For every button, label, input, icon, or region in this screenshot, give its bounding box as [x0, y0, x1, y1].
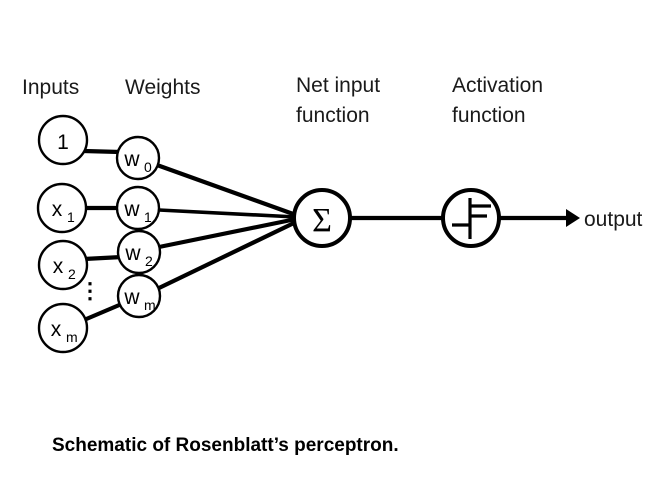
output-label: output	[584, 208, 643, 231]
input-x1-subscript: 1	[67, 209, 75, 225]
figure-caption: Schematic of Rosenblatt’s perceptron.	[52, 435, 399, 456]
input-x1-circle	[36, 182, 88, 234]
input-xm-label: x	[51, 318, 62, 341]
edge-wm-to-sum	[158, 220, 297, 290]
summation-circle	[292, 188, 352, 248]
header-activation-line1: Activation	[452, 74, 543, 97]
node-weight-wm: w m	[116, 273, 162, 319]
node-input-x2: x 2	[37, 239, 89, 291]
edge-w2-to-sum	[158, 216, 297, 250]
input-x2-label: x	[53, 255, 64, 278]
weight-wm-circle	[116, 273, 162, 319]
weight-w1-subscript: 1	[144, 209, 152, 225]
edge-w0-to-sum	[156, 163, 297, 217]
node-weight-w2: w 2	[116, 229, 162, 275]
node-weight-w1: w 1	[115, 185, 161, 231]
summation-sigma-icon: Σ	[312, 202, 332, 239]
header-inputs: Inputs	[22, 76, 79, 99]
node-input-xm: x m	[37, 302, 89, 354]
node-weight-w0: w 0	[115, 135, 161, 181]
input-x2-subscript: 2	[68, 266, 76, 282]
step-function-icon	[452, 198, 491, 239]
input-x2-circle	[37, 239, 89, 291]
weight-w2-label: w	[124, 242, 141, 265]
header-net-input-line2: function	[296, 104, 370, 127]
node-input-bias: 1	[37, 114, 89, 166]
weight-w2-subscript: 2	[145, 253, 153, 269]
header-weights: Weights	[125, 76, 200, 99]
weight-w2-circle	[116, 229, 162, 275]
weight-w1-circle	[115, 185, 161, 231]
weight-w0-circle	[115, 135, 161, 181]
weight-wm-subscript: m	[144, 297, 156, 313]
weight-w1-label: w	[123, 198, 140, 221]
input-bias-circle	[37, 114, 89, 166]
edge-x2-to-w2	[83, 254, 123, 262]
weight-wm-label: w	[123, 286, 140, 309]
header-net-input-line1: Net input	[296, 74, 380, 97]
edge-bias-to-w0	[83, 148, 121, 155]
weight-w0-label: w	[123, 148, 140, 171]
input-bias-label: 1	[57, 131, 69, 154]
header-activation-line2: function	[452, 104, 526, 127]
weight-w0-subscript: 0	[144, 159, 152, 175]
output-arrowhead	[566, 209, 580, 227]
edge-xm-to-wm	[83, 301, 125, 322]
node-net-input-summation: Σ	[292, 188, 352, 248]
input-xm-circle	[37, 302, 89, 354]
node-input-x1: x 1	[36, 182, 88, 234]
input-x1-label: x	[52, 198, 63, 221]
ellipsis-dots: ⋮	[79, 278, 101, 303]
input-xm-subscript: m	[66, 329, 78, 345]
node-activation-step	[441, 188, 501, 248]
edge-w1-to-sum	[158, 208, 297, 219]
